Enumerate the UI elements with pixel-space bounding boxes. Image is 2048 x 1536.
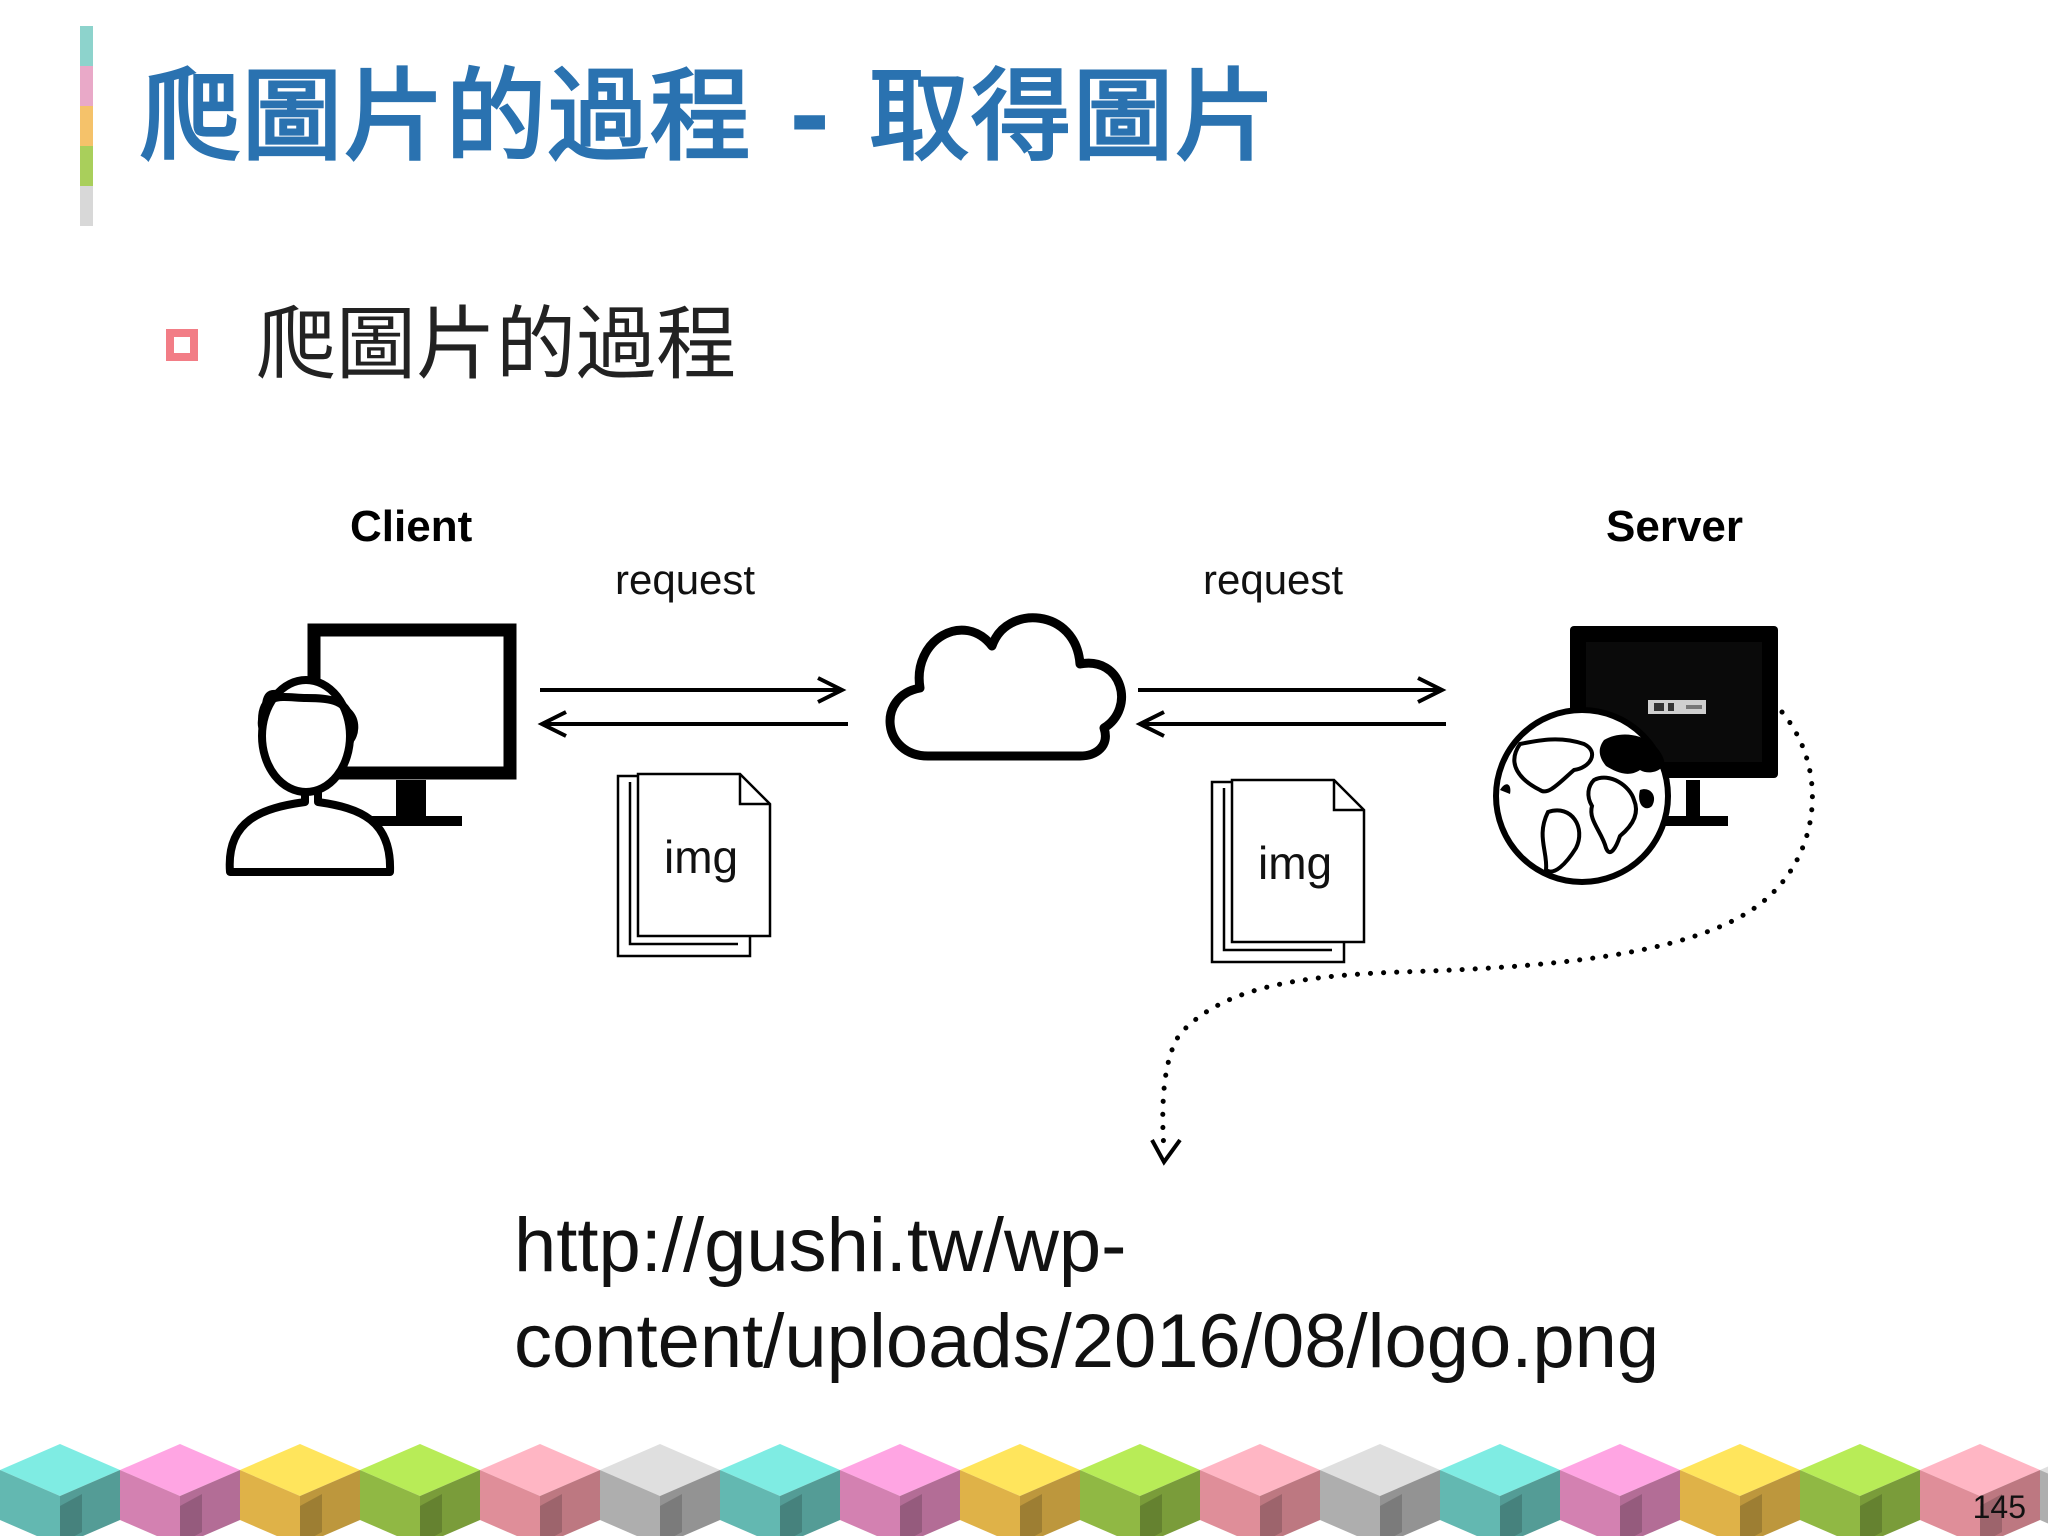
cube-face (2040, 1470, 2048, 1524)
image-url-line-2: content/uploads/2016/08/logo.png (514, 1299, 1660, 1384)
cube-face (120, 1470, 180, 1536)
cube-inner-face (1500, 1494, 1522, 1536)
cube-face (1920, 1470, 1980, 1536)
cube-face (720, 1470, 780, 1536)
page-number: 145 (1972, 1489, 2026, 1525)
cube-inner-face (180, 1494, 202, 1536)
cube-inner-face (900, 1494, 922, 1536)
cube-inner-face (1860, 1494, 1882, 1536)
cube-inner-face (780, 1494, 802, 1536)
document-stack-icon-left (616, 772, 772, 958)
square-bullet-icon (166, 329, 198, 361)
arrows-right (1135, 676, 1447, 738)
dotted-arrow (1150, 709, 1815, 1166)
arrows-left (537, 676, 848, 738)
cube-face (480, 1470, 540, 1536)
cube-inner-face (300, 1494, 322, 1536)
bullet-item: 爬圖片的過程 (166, 290, 736, 400)
cube-face (1080, 1470, 1140, 1536)
request-label-right: request (1203, 556, 1344, 603)
cube-inner-face (660, 1494, 682, 1536)
document-stack-icon-right (1210, 778, 1366, 964)
request-label-left: request (615, 556, 756, 603)
client-label: Client (350, 502, 473, 551)
cube-inner-face (1740, 1494, 1762, 1536)
globe-monitor-icon (1493, 626, 1778, 885)
cube-inner-face (1260, 1494, 1282, 1536)
cube-inner-face (420, 1494, 442, 1536)
doc-label-left: img (664, 831, 739, 883)
cube-face (1560, 1470, 1620, 1536)
cube-inner-face (1620, 1494, 1642, 1536)
cube-face (1440, 1470, 1500, 1536)
cube-inner-face (1140, 1494, 1162, 1536)
image-url: http://gushi.tw/wp- content/uploads/2016… (514, 1198, 1659, 1390)
strip-seg-4 (80, 146, 93, 186)
cube-inner-face (540, 1494, 562, 1536)
cube-face (0, 1470, 60, 1536)
cube-face (1200, 1470, 1260, 1536)
cube-face (360, 1470, 420, 1536)
cube-inner-face (60, 1494, 82, 1536)
cube-face (960, 1470, 1020, 1536)
slide-title: 爬圖片的過程 - 取得圖片 (140, 58, 1278, 175)
cube-face (1800, 1470, 1860, 1536)
image-url-line-1: http://gushi.tw/wp- (514, 1203, 1127, 1288)
cube-face (1320, 1470, 1380, 1536)
cube-inner-face (1020, 1494, 1042, 1536)
cube-inner-face (1980, 1494, 2002, 1536)
bullet-text: 爬圖片的過程 (256, 298, 736, 391)
doc-label-right: img (1258, 837, 1333, 889)
strip-seg-5 (80, 186, 93, 226)
cube-face (1680, 1470, 1740, 1536)
accent-strip (80, 26, 93, 226)
strip-seg-3 (80, 106, 93, 146)
cloud-icon (885, 613, 1126, 761)
cube-face (840, 1470, 900, 1536)
strip-seg-1 (80, 26, 93, 66)
cube-face (240, 1470, 300, 1536)
cube-face (600, 1470, 660, 1536)
cube-face (2040, 1466, 2048, 1474)
cube-inner-face (1380, 1494, 1402, 1536)
server-label: Server (1606, 502, 1744, 551)
user-at-monitor-icon (225, 623, 517, 876)
cube-pattern-band (0, 1444, 2048, 1536)
strip-seg-2 (80, 66, 93, 106)
